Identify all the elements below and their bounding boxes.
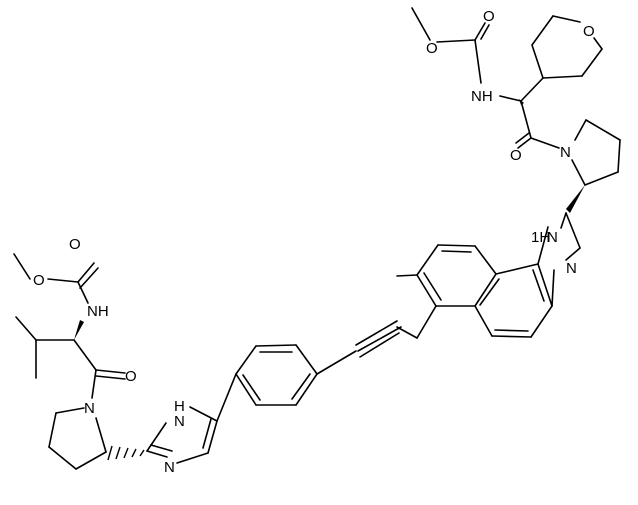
benzimidazole-1h-prefix: 1H [531,229,550,246]
imidazole-nh-h: H [174,398,185,415]
left-amide-oxygen: O [125,368,137,385]
top-carbamate-nh: NH [471,88,493,105]
pyran-oxygen: O [583,23,595,40]
alkyne-linker [316,320,418,375]
left-carbonyl-oxygen: O [69,236,81,253]
top-carbonyl-oxygen: O [483,8,495,25]
left-carbamate-nh: NH [87,303,109,320]
benzimidazole-n: N [566,260,577,277]
left-methoxy-oxygen: O [33,272,45,289]
top-methoxy-oxygen: O [426,40,438,57]
benzimidazole-nh: N [547,229,558,246]
left-pyrrolidine-ring [48,407,145,470]
naphthimidazole-core [396,212,581,339]
phenyl-ring [216,344,318,422]
imidazole-nh-n: N [174,413,185,430]
top-carbamate-fragment [411,7,603,149]
imidazole-ring [146,406,218,464]
left-carbamate-fragment [13,253,126,399]
top-pyrrolidine-nitrogen: N [560,144,571,161]
top-amide-oxygen: O [510,147,522,164]
imidazole-n: N [164,459,175,476]
top-pyrrolidine-ring [566,119,621,213]
left-pyrrolidine-nitrogen: N [84,400,95,417]
